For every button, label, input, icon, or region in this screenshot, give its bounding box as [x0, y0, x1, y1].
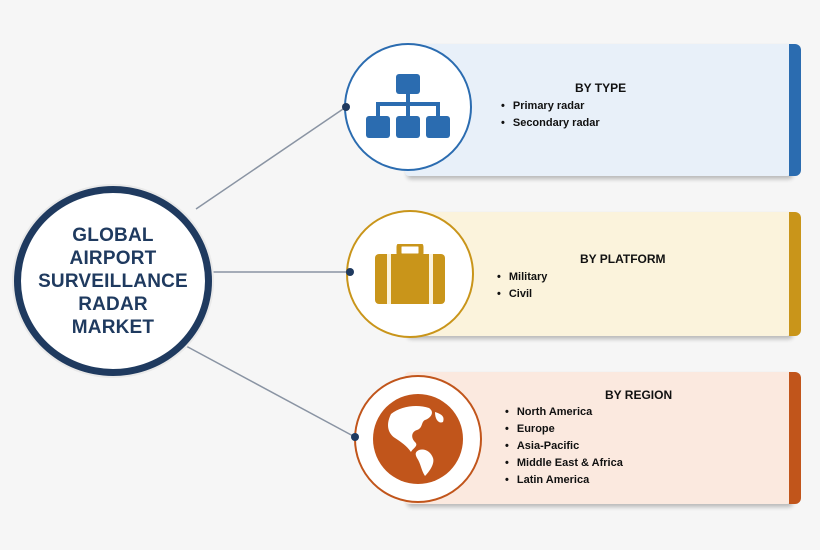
list-item: Secondary radar [501, 115, 600, 132]
segment-heading: BY PLATFORM [580, 252, 666, 266]
segment-list: Primary radar Secondary radar [501, 98, 600, 132]
globe-icon [373, 394, 463, 484]
connector-dot [351, 433, 359, 441]
list-item: Primary radar [501, 98, 600, 115]
hierarchy-icon [366, 74, 450, 138]
market-title-line: GLOBAL [72, 224, 154, 246]
list-item: Middle East & Africa [505, 455, 623, 472]
segment-heading: BY REGION [605, 388, 673, 402]
market-title-line: SURVEILLANCE [38, 270, 188, 292]
market-title-line: AIRPORT [69, 247, 157, 269]
segment-list: North America Europe Asia-Pacific Middle… [505, 404, 623, 489]
list-item: Civil [497, 286, 547, 303]
list-item: North America [505, 404, 623, 421]
market-title: GLOBAL AIRPORT SURVEILLANCE RADAR MARKET [38, 224, 188, 339]
card-edge [789, 212, 801, 336]
list-item: Asia-Pacific [505, 438, 623, 455]
region-badge [354, 375, 482, 503]
card-edge [789, 44, 801, 176]
card-edge [789, 372, 801, 504]
connector-region [185, 345, 356, 438]
list-item: Latin America [505, 472, 623, 489]
connector-dot [346, 268, 354, 276]
connector-type [195, 106, 347, 210]
segment-list: Military Civil [497, 269, 548, 303]
connector-dot [342, 103, 350, 111]
market-hub-circle: GLOBAL AIRPORT SURVEILLANCE RADAR MARKET [14, 186, 212, 376]
segment-heading: BY TYPE [575, 81, 627, 95]
platform-badge [346, 210, 474, 338]
list-item: Military [497, 269, 548, 286]
briefcase-icon [375, 244, 445, 304]
list-item: Europe [505, 421, 623, 438]
type-badge [344, 43, 472, 171]
segment-card-type: BY TYPE Primary radar Secondary radar [405, 44, 801, 176]
market-title-line: RADAR [78, 293, 148, 315]
market-title-line: MARKET [71, 316, 155, 338]
